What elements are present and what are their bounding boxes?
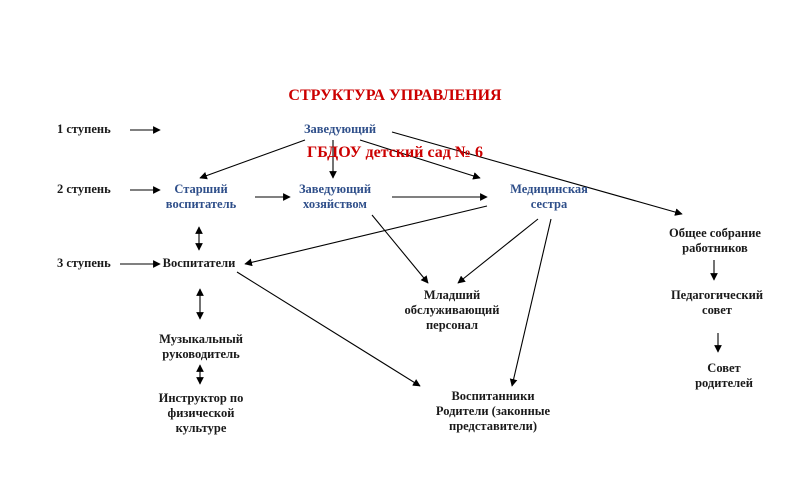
arrow-nurse-pupils [509,218,552,387]
node-parents-council: Совет родителей [695,361,753,390]
level-1-label: 1 ступень [57,122,111,136]
arrow-housekeeper-junior [371,214,429,284]
arrow-head-senior [199,139,306,180]
level-3-label: 3 ступень [57,256,111,270]
level-2-label: 2 ступень [57,182,111,196]
arrow-nurse-junior [457,218,539,284]
diagram-title: СТРУКТУРА УПРАВЛЕНИЯ ГБДОУ детский сад №… [288,48,501,200]
node-ped-council: Педагогический совет [670,288,764,317]
arrow-teachers-pupils [236,271,421,387]
node-nurse: Медицинская сестра [510,182,588,211]
node-music-director: Музыкальный руководитель [159,332,243,361]
arrow-head-meeting [391,131,683,216]
node-pupils-parents: Воспитанники Родители (законные представ… [435,389,551,433]
node-head: Заведующий [303,122,377,136]
arrow-head-nurse [359,139,481,180]
title-line-1: СТРУКТУРА УПРАВЛЕНИЯ [288,87,502,104]
node-pe-instructor: Инструктор по физической культуре [158,391,244,435]
node-teachers: Воспитатели [162,256,236,270]
node-junior-staff: Младший обслуживающий персонал [404,288,500,332]
node-general-meeting: Общее собрание работников [669,226,761,255]
node-senior-teacher: Старший воспитатель [165,182,237,211]
title-line-2: ГБДОУ детский сад № 6 [307,144,483,161]
arrow-nurse-teachers [244,205,488,267]
node-housekeeper: Заведующий хозяйством [298,182,372,211]
